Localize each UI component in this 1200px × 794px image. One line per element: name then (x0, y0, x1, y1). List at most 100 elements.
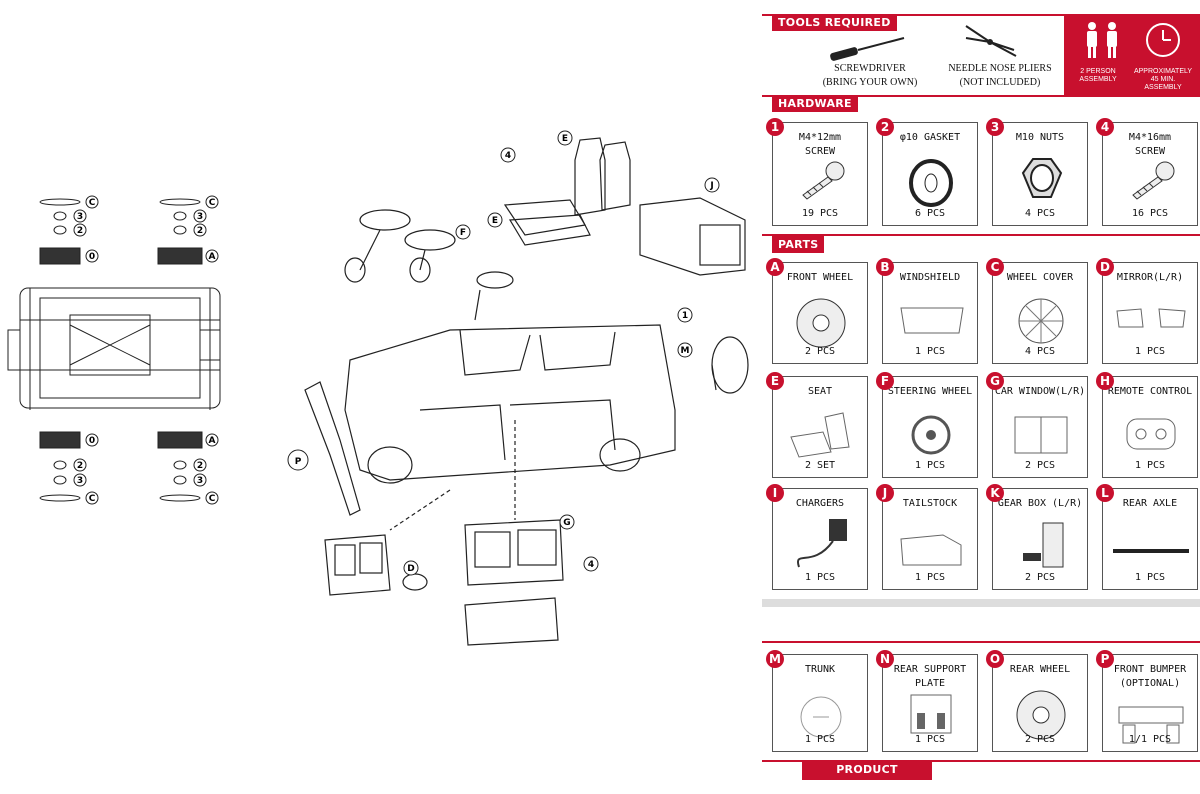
part-qty: 1 PCS (1134, 460, 1166, 471)
pliers-label: NEEDLE NOSE PLIERS(NOT INCLUDED) (948, 63, 1052, 88)
part-letter-badge: L (1096, 484, 1114, 502)
part-name: WHEEL COVER (1006, 272, 1074, 283)
part-card-d: MIRROR(L/R) 1 PCS (1102, 262, 1198, 364)
screw-icon (802, 161, 845, 200)
svg-text:E: E (492, 216, 498, 226)
part-card-p: FRONT BUMPER (OPTIONAL) 1/1 PCS (1102, 654, 1198, 752)
hardware-name: M10 NUTS (1015, 132, 1065, 143)
part-f-illustration (911, 415, 951, 455)
callout-d: D (403, 560, 419, 576)
svg-text:M: M (681, 346, 690, 356)
chassis-callout: 0 (85, 249, 99, 263)
part-p-illustration (1118, 706, 1184, 744)
chassis-callout: C (205, 491, 219, 505)
part-qty: 1 PCS (804, 734, 836, 745)
svg-text:2: 2 (197, 226, 203, 236)
part-letter-badge: K (986, 484, 1004, 502)
svg-text:3: 3 (197, 212, 203, 222)
product-assembly-label: PRODUCT ASSEMBLY (802, 760, 932, 792)
part-letter-badge: C (986, 258, 1004, 276)
part-letter-badge: H (1096, 372, 1114, 390)
part-name: TRUNK (804, 664, 836, 675)
part-qty: 4 PCS (1024, 346, 1056, 357)
callout-p: P (287, 449, 309, 471)
part-card-c: WHEEL COVER 4 PCS (992, 262, 1088, 364)
part-card-m: TRUNK 1 PCS (772, 654, 868, 752)
part-card-o: REAR WHEEL 2 PCS (992, 654, 1088, 752)
part-letter-badge: D (1096, 258, 1114, 276)
part-d-illustration (1116, 308, 1186, 328)
callout-e1: E (557, 130, 573, 146)
hardware-qty: 19 PCS (801, 208, 839, 219)
needle-nose-pliers-icon (965, 25, 1017, 57)
part-qty: 2 SET (804, 460, 836, 471)
tools-divider (762, 14, 1200, 16)
chassis-callout: 3 (193, 209, 207, 223)
hardware-card: φ10 GASKET 6 PCS (882, 122, 978, 226)
callout-four_top: 4 (500, 147, 516, 163)
nut-icon (1021, 158, 1063, 198)
assembly-info-panel (1064, 14, 1200, 96)
part-name: WINDSHIELD (899, 272, 961, 283)
part-qty: 1 PCS (914, 460, 946, 471)
lower-divider (762, 641, 1200, 643)
part-qty: 1 PCS (1134, 346, 1166, 357)
svg-text:C: C (209, 494, 216, 504)
chassis-callout: C (85, 195, 99, 209)
part-qty: 2 PCS (1024, 734, 1056, 745)
chassis-callout: 2 (193, 223, 207, 237)
callout-m: M (677, 342, 693, 358)
screw-icon (1132, 161, 1175, 200)
part-letter-badge: N (876, 650, 894, 668)
hardware-divider (762, 95, 1200, 97)
part-c-illustration (1018, 298, 1064, 344)
svg-text:C: C (89, 494, 96, 504)
hardware-number-badge: 3 (986, 118, 1004, 136)
screwdriver-label: SCREWDRIVER(BRING YOUR OWN) (822, 63, 918, 88)
hardware-name: M4*12mm SCREW (798, 132, 842, 157)
part-card-e: SEAT 2 SET (772, 376, 868, 478)
part-i-illustration (796, 519, 847, 568)
part-n-illustration (910, 694, 952, 734)
svg-text:4: 4 (505, 151, 511, 161)
part-card-g: CAR WINDOW(L/R) 2 PCS (992, 376, 1088, 478)
two-person-icon (1087, 22, 1117, 58)
part-card-k: GEAR BOX (L/R) 2 PCS (992, 488, 1088, 590)
hardware-qty: 6 PCS (914, 208, 946, 219)
svg-text:2: 2 (197, 461, 203, 471)
chassis-callout: 3 (73, 473, 87, 487)
part-card-l: REAR AXLE 1 PCS (1102, 488, 1198, 590)
part-qty: 1/1 PCS (1128, 734, 1172, 745)
svg-text:E: E (562, 134, 568, 144)
gasket-icon (909, 159, 953, 207)
svg-text:0: 0 (89, 436, 95, 446)
part-letter-badge: B (876, 258, 894, 276)
chassis-callout: 2 (193, 458, 207, 472)
svg-text:C: C (89, 198, 96, 208)
parts-divider (762, 234, 1200, 236)
part-e-illustration (790, 412, 850, 458)
tools-required-header: TOOLS REQUIRED (772, 14, 897, 31)
part-name: REAR WHEEL (1009, 664, 1071, 675)
chassis-callout: A (205, 433, 219, 447)
part-l-illustration (1113, 549, 1189, 553)
part-qty: 1 PCS (1134, 572, 1166, 583)
hardware-number-badge: 1 (766, 118, 784, 136)
screwdriver-icon (830, 37, 905, 61)
part-letter-badge: A (766, 258, 784, 276)
part-qty: 2 PCS (1024, 572, 1056, 583)
hardware-number-badge: 4 (1096, 118, 1114, 136)
hardware-name: M4*16mm SCREW (1128, 132, 1172, 157)
part-qty: 1 PCS (914, 346, 946, 357)
svg-text:2: 2 (77, 461, 83, 471)
part-name: REAR AXLE (1122, 498, 1178, 509)
part-name: MIRROR(L/R) (1116, 272, 1184, 283)
part-name: TAILSTOCK (902, 498, 958, 509)
part-name: STEERING WHEEL (887, 386, 973, 397)
part-qty: 1 PCS (804, 572, 836, 583)
part-name: SEAT (807, 386, 833, 397)
svg-text:3: 3 (77, 212, 83, 222)
callout-e2: E (487, 212, 503, 228)
part-g-illustration (1014, 416, 1068, 454)
